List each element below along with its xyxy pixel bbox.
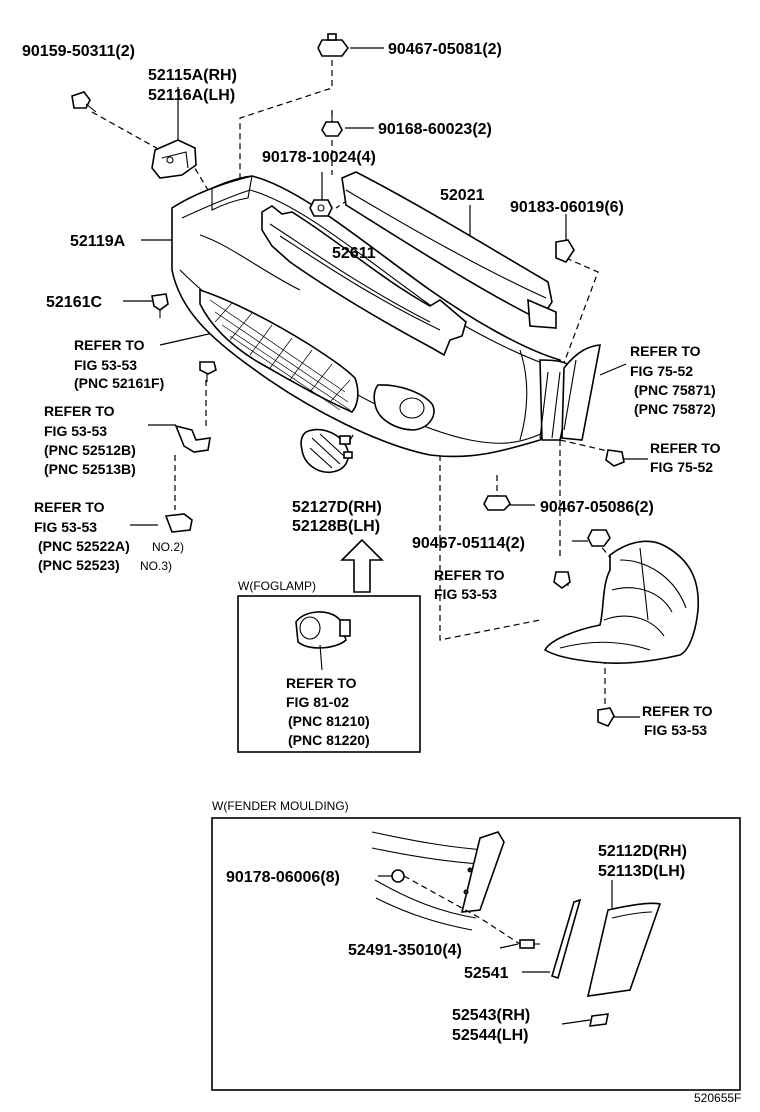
side-bracket	[151, 139, 197, 179]
fender-support	[539, 344, 601, 441]
ref2-line4: (PNC 52513B)	[44, 461, 136, 477]
ref4-line4: (PNC 75872)	[634, 401, 716, 417]
ref1-line1: REFER TO	[74, 337, 145, 353]
label-52128B: 52128B(LH)	[292, 518, 380, 535]
foglamp-ref-line1: REFER TO	[286, 675, 357, 691]
ref6-line2: FIG 53-53	[434, 586, 497, 602]
fender-moulding	[586, 902, 662, 997]
label-52119A: 52119A	[70, 233, 126, 250]
label-52112D: 52112D(RH)	[598, 843, 687, 860]
foglamp-box	[237, 595, 421, 753]
clip-52161C-icon	[151, 293, 169, 318]
ref2-line3: (PNC 52512B)	[44, 442, 136, 458]
foglamp-ref-line2: FIG 81-02	[286, 694, 349, 710]
nut-90467-05081-icon	[317, 33, 349, 57]
fender-liner	[543, 540, 700, 664]
fasteners	[71, 33, 625, 727]
ref4-line2: FIG 75-52	[630, 363, 693, 379]
clip-52522A-icon	[164, 513, 193, 533]
clip-90159-icon	[71, 91, 97, 113]
foglamp-icon	[295, 611, 351, 671]
direction-arrow	[340, 538, 384, 593]
label-52021: 52021	[440, 187, 485, 204]
labels: 90159-50311(2) 52115A(RH) 52116A(LH) 904…	[22, 41, 741, 1105]
label-52113D: 52113D(LH)	[598, 863, 685, 880]
label-52543: 52543(RH)	[452, 1007, 530, 1024]
screw-fig75-52-icon	[605, 449, 625, 467]
label-52116A: 52116A(LH)	[148, 87, 235, 104]
ref4-line1: REFER TO	[630, 343, 701, 359]
bumper-reinforcement	[341, 171, 557, 329]
ref3-line3: (PNC 52522A)	[38, 538, 130, 554]
label-52544: 52544(LH)	[452, 1027, 528, 1044]
energy-absorber	[261, 205, 467, 357]
label-52115A: 52115A(RH)	[148, 67, 237, 84]
label-90168: 90168-60023(2)	[378, 121, 492, 138]
pad-52543-icon	[588, 1013, 610, 1027]
moulding-strip	[551, 898, 582, 980]
ref4-line3: (PNC 75871)	[634, 382, 716, 398]
ref6-line1: REFER TO	[434, 567, 505, 583]
ref3-line2: FIG 53-53	[34, 519, 97, 535]
ref5-line2: FIG 75-52	[650, 459, 713, 475]
fender-bumper-corner	[371, 831, 505, 931]
bolt-90168-icon	[321, 112, 343, 137]
fender-moulding-box	[211, 817, 741, 1091]
label-90159: 90159-50311(2)	[22, 43, 135, 60]
label-52491: 52491-35010(4)	[348, 942, 462, 959]
bolt-fig53-53-icon	[553, 571, 571, 589]
ref3-line1: REFER TO	[34, 499, 105, 515]
label-52611: 52611	[332, 245, 376, 262]
label-leaders	[123, 47, 648, 718]
ref1-line3: (PNC 52161F)	[74, 375, 164, 391]
label-52541: 52541	[464, 965, 509, 982]
ref2-line2: FIG 53-53	[44, 423, 107, 439]
clip-52491-icon	[519, 939, 540, 949]
ref1-line2: FIG 53-53	[74, 357, 137, 373]
label-90178-06006: 90178-06006(8)	[226, 869, 340, 886]
ref3-line4: (PNC 52523)	[38, 557, 120, 573]
screw-52161F-icon	[199, 361, 217, 382]
ref7-line2: FIG 53-53	[644, 722, 707, 738]
ref7-line1: REFER TO	[642, 703, 713, 719]
figure-id: 520655F	[694, 1091, 741, 1105]
label-90467-05081: 90467-05081(2)	[388, 41, 502, 58]
label-90467-05114: 90467-05114(2)	[412, 535, 525, 552]
foglamp-cover	[300, 428, 353, 474]
nut-90178-10024-icon	[309, 199, 333, 217]
foglamp-ref-line3: (PNC 81210)	[288, 713, 370, 729]
label-90467-05086: 90467-05086(2)	[540, 499, 654, 516]
foglamp-ref-line4: (PNC 81220)	[288, 732, 370, 748]
ref3-note1: NO.2)	[152, 540, 184, 554]
nut-90467-05086-icon	[483, 495, 511, 511]
nut-90467-05114-icon	[587, 529, 611, 547]
clip-90183-icon	[555, 239, 575, 263]
fender-box-title: W(FENDER MOULDING)	[212, 799, 349, 813]
label-90178-10024: 90178-10024(4)	[262, 149, 376, 166]
bolt-bottom-icon	[597, 707, 615, 727]
ref5-line1: REFER TO	[650, 440, 721, 456]
ref2-line1: REFER TO	[44, 403, 115, 419]
label-52161C: 52161C	[46, 294, 102, 311]
label-52127D: 52127D(RH)	[292, 499, 382, 516]
grille-mesh	[209, 299, 351, 411]
foglamp-box-title: W(FOGLAMP)	[238, 579, 316, 593]
ref3-note2: NO.3)	[140, 559, 172, 573]
bracket-52512B-icon	[174, 424, 211, 453]
label-90183: 90183-06019(6)	[510, 199, 624, 216]
